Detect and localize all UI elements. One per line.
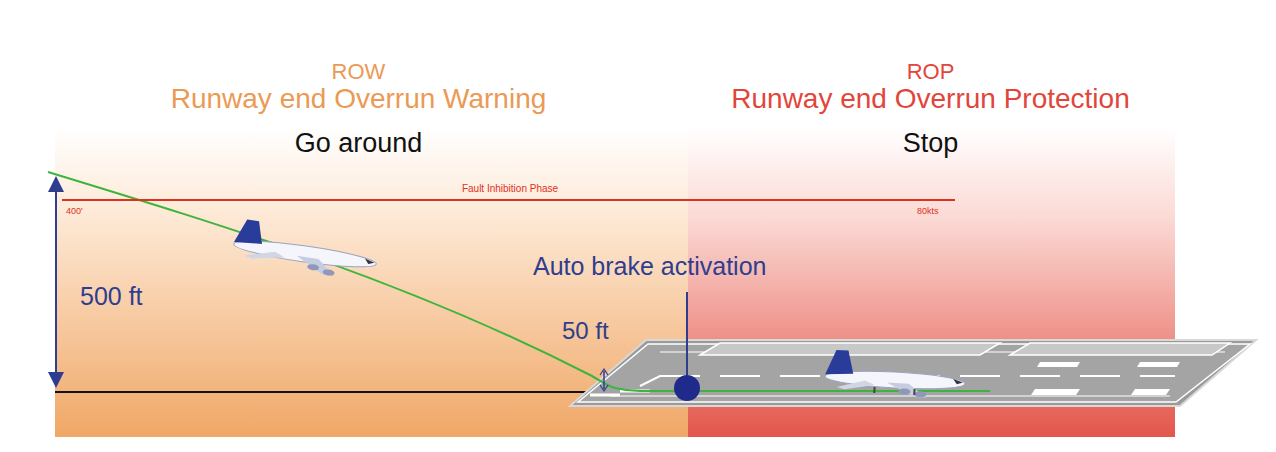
landed-aircraft [824, 349, 966, 399]
band-action: Go around [295, 129, 423, 159]
band-title: Runway end Overrun Warning [171, 84, 547, 115]
band-action: Stop [903, 129, 959, 159]
height-dimension: 50 ft [562, 318, 609, 344]
phase-label: Fault Inhibition Phase [462, 183, 558, 194]
band-acronym: ROP [907, 60, 955, 84]
protection-band: ROPRunway end Overrun ProtectionStop [688, 40, 1175, 437]
autobrake-label: Auto brake activation [533, 253, 766, 281]
autobrake-marker-line [686, 292, 688, 378]
small-height-arrow [603, 371, 605, 389]
autobrake-point [674, 375, 700, 401]
band-acronym: ROW [332, 60, 386, 84]
approaching-aircraft [231, 218, 380, 282]
ground-line [55, 391, 590, 393]
height-dimension: 500 ft [80, 283, 143, 311]
flight-path [48, 172, 990, 391]
altitude-threshold: 400' [66, 207, 83, 217]
runway [570, 340, 1256, 406]
fault-inhibition-line [62, 199, 955, 201]
warning-band: ROWRunway end Overrun Warning Go around [55, 40, 688, 437]
band-title: Runway end Overrun Protection [731, 84, 1129, 115]
speed-threshold: 80kts [917, 207, 939, 217]
height-dimension-arrow [55, 184, 57, 380]
